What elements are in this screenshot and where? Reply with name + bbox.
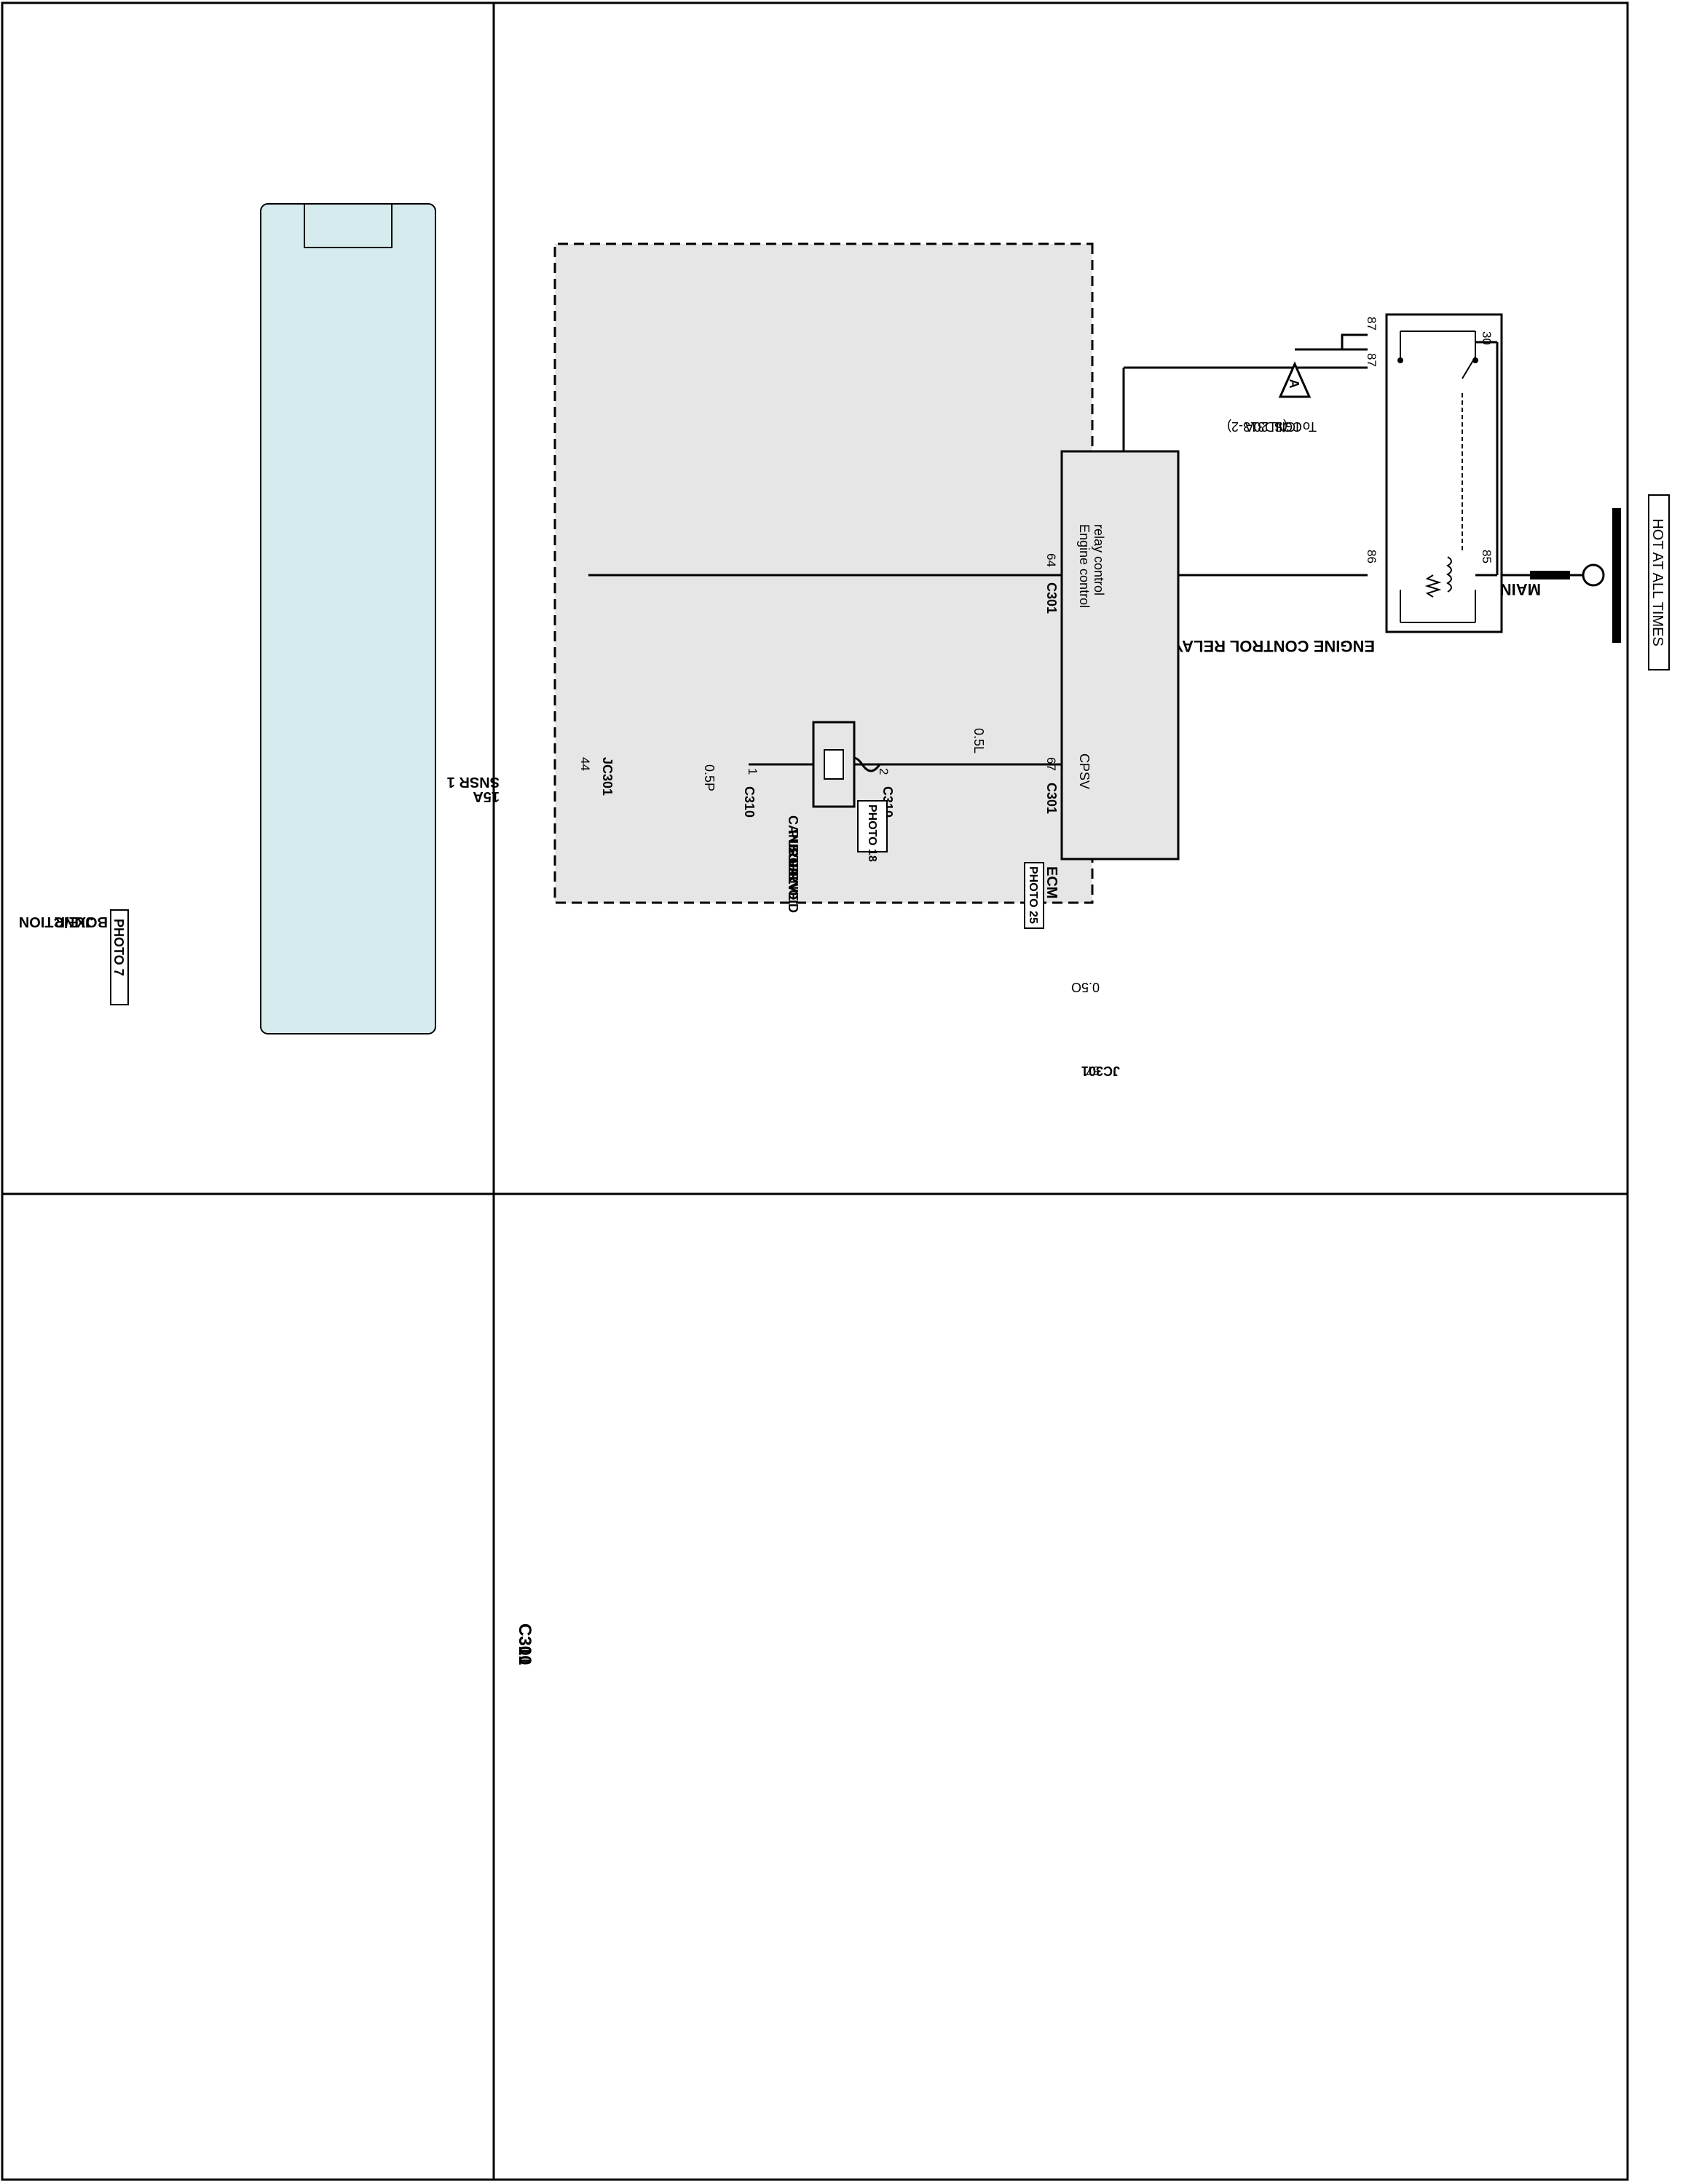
jb-label-1: E/R xyxy=(54,914,79,930)
ign-reference-letter: A xyxy=(1287,379,1301,389)
wire-2-label: 0.5P xyxy=(702,764,717,791)
c310-pin-1: 1 xyxy=(746,768,760,775)
ign-reference-triangle xyxy=(1278,361,1312,398)
relay-pin-86: 86 xyxy=(1365,550,1379,563)
jc-pin-44: 44 xyxy=(578,757,592,771)
ecm-func-1-line-2: relay control xyxy=(1092,524,1106,596)
c310-label-top: C310 xyxy=(742,786,757,818)
ecm-conn-1: C301 xyxy=(1044,582,1059,614)
ecm-conn-2: C301 xyxy=(1044,783,1059,814)
jb-label-2: JUNCTION xyxy=(19,914,93,930)
jc-label-1: JC301 xyxy=(1081,1064,1120,1078)
c301-title: C301 xyxy=(515,1623,535,1665)
c301-connector-body xyxy=(260,203,436,1034)
page-frame xyxy=(1,1,1629,2181)
hot-at-all-times-label: HOT AT ALL TIMES xyxy=(1649,518,1665,646)
ecm-label: ECM xyxy=(1044,866,1060,898)
c310-pin-2: 2 xyxy=(877,768,891,775)
snsr-fuse-label-1: SNSR 1 xyxy=(447,774,500,790)
relay-pin-87: 87 xyxy=(1365,317,1379,331)
jc-pin-57: 57 xyxy=(1086,1064,1100,1077)
wire-1-label: 0.5O xyxy=(1071,980,1100,994)
ign-ref-line-3: (SD313-2) xyxy=(1227,419,1287,434)
valve-label-4: VALVE xyxy=(786,859,800,901)
snsr-fuse-label-2: 15A xyxy=(473,788,500,804)
power-bus xyxy=(1612,508,1621,643)
ecm-func-2: CPSV xyxy=(1077,753,1092,789)
ecm-pin-64: 64 xyxy=(1044,553,1058,567)
relay-pin-85: 85 xyxy=(1480,550,1494,563)
schematic: HOT AT ALL TIMES MAIN 30A 30 87 87 85 86… xyxy=(19,242,1670,1078)
c301-connector-panel: C301 xyxy=(260,203,535,1665)
jc-label-2: JC301 xyxy=(600,757,615,796)
valve-label-3: SOLENOID xyxy=(786,844,800,913)
wire-3-label: 0.5L xyxy=(971,728,986,753)
valve-label-1: CANISTER xyxy=(786,815,800,882)
ecm-func-1-line-1: Engine control xyxy=(1077,524,1092,608)
jb-photo-label: PHOTO 7 xyxy=(111,919,126,976)
engine-control-relay xyxy=(1385,313,1503,633)
ecm-pin-67: 67 xyxy=(1044,757,1058,771)
ecm-box xyxy=(1060,450,1180,860)
ign-ref-line-2: COIL 20A xyxy=(1245,419,1302,434)
ecm-photo-label: PHOTO 25 xyxy=(1027,866,1039,924)
relay-label: ENGINE CONTROL RELAY xyxy=(1172,637,1375,655)
battery-source-icon xyxy=(1582,563,1605,587)
c310-connector-panel: C310 xyxy=(515,1623,535,1665)
valve-photo-label: PHOTO 18 xyxy=(866,804,878,862)
valve-label-2: PURGE xyxy=(786,830,800,877)
relay-internal xyxy=(1400,331,1476,623)
c310-title: C310 xyxy=(515,1623,535,1665)
ign-ref-line-1: To IGN xyxy=(1276,419,1317,434)
main-fuse-link-icon xyxy=(1530,571,1570,579)
jb-label-3: BOX xyxy=(76,914,108,930)
relay-pin-87b: 87 xyxy=(1365,353,1379,367)
